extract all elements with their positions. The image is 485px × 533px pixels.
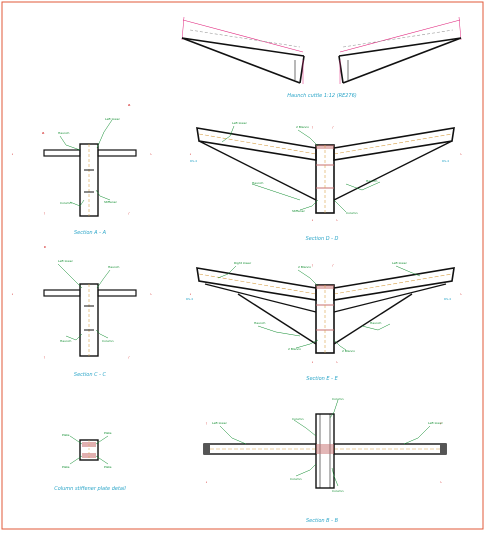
svg-text:Plate: Plate <box>104 431 112 435</box>
svg-text:└: └ <box>460 293 462 297</box>
svg-text:┌: ┌ <box>128 355 130 359</box>
section-d: Left lower 2 Blanco Haunch Haunch Column… <box>189 121 462 242</box>
column-stiffener-detail: Plate Plate Plate Plate Column stiffener… <box>54 431 126 492</box>
svg-text:┐: ┐ <box>43 211 46 215</box>
svg-text:C: C <box>44 245 47 249</box>
svg-text:┘: ┘ <box>11 153 14 157</box>
svg-text:A: A <box>42 131 45 135</box>
svg-text:Haunch: Haunch <box>58 131 70 135</box>
svg-text:┘: ┘ <box>11 293 14 297</box>
svg-text:Column: Column <box>292 417 304 421</box>
svg-text:A: A <box>128 103 131 107</box>
svg-text:Stiffener: Stiffener <box>104 200 118 204</box>
svg-text:┌: ┌ <box>440 421 442 425</box>
section-d-caption: Section D - D <box>306 236 339 242</box>
svg-text:┌: ┌ <box>332 263 334 267</box>
svg-text:Haunch: Haunch <box>370 321 382 325</box>
svg-text:Column: Column <box>332 489 344 493</box>
svg-text:Column: Column <box>346 211 358 215</box>
svg-text:└: └ <box>150 293 152 297</box>
svg-text:2 Blanco: 2 Blanco <box>288 347 301 351</box>
svg-text:┌: ┌ <box>332 125 334 129</box>
svg-text:RS-4: RS-4 <box>442 159 449 163</box>
svg-text:Left lower: Left lower <box>392 261 408 265</box>
haunch-left <box>181 16 305 84</box>
section-b: Left lower Column Column Left lower Colu… <box>203 397 447 524</box>
svg-text:Stiffener: Stiffener <box>292 209 306 213</box>
section-a-caption: Section A - A <box>74 230 107 236</box>
svg-text:Left lower: Left lower <box>105 117 121 121</box>
svg-text:Right lower: Right lower <box>234 261 252 265</box>
column-stiffener-caption: Column stiffener plate detail <box>54 486 126 492</box>
svg-text:┐: ┐ <box>205 421 208 425</box>
svg-text:Column: Column <box>332 397 344 401</box>
svg-text:Column: Column <box>102 339 114 343</box>
svg-text:Haunch: Haunch <box>60 339 72 343</box>
section-e: Right lower 2 Blanco Left lower Haunch H… <box>186 261 462 382</box>
svg-text:┐: ┐ <box>43 355 46 359</box>
svg-text:Left lower: Left lower <box>232 121 248 125</box>
svg-text:RS-4: RS-4 <box>444 297 451 301</box>
haunch-right <box>338 16 462 84</box>
section-b-caption: Section B - B <box>306 518 339 524</box>
svg-text:Left lower: Left lower <box>58 259 74 263</box>
section-e-caption: Section E - E <box>306 376 338 382</box>
svg-text:Plate: Plate <box>62 433 70 437</box>
svg-text:┘: ┘ <box>205 481 208 485</box>
svg-text:2 Blanco: 2 Blanco <box>296 125 309 129</box>
svg-text:Left lower: Left lower <box>428 421 444 425</box>
svg-text:└: └ <box>440 481 442 485</box>
svg-text:Plate: Plate <box>62 465 70 469</box>
svg-text:2 Blanco: 2 Blanco <box>298 265 311 269</box>
section-a: Haunch Left lower Stiffener Column A ┘ └… <box>11 103 152 236</box>
svg-text:└: └ <box>336 219 338 223</box>
svg-text:└: └ <box>336 361 338 365</box>
svg-text:Haunch: Haunch <box>366 179 378 183</box>
haunch-caption: Haunch cuttle 1:12 (RE276) <box>287 93 357 99</box>
svg-text:Left lower: Left lower <box>212 421 228 425</box>
svg-text:┘: ┘ <box>311 361 314 365</box>
svg-text:┘: ┘ <box>311 219 314 223</box>
section-c-caption: Section C - C <box>74 372 107 378</box>
svg-text:RS-4: RS-4 <box>190 159 197 163</box>
svg-text:Plate: Plate <box>104 465 112 469</box>
svg-text:┐: ┐ <box>311 125 314 129</box>
svg-text:Haunch: Haunch <box>252 181 264 185</box>
svg-text:┘: ┘ <box>189 153 192 157</box>
section-c: Left lower Haunch Column Haunch C ┘ └ ┐ … <box>11 245 152 378</box>
svg-text:Haunch: Haunch <box>254 321 266 325</box>
svg-text:RS-4: RS-4 <box>186 297 193 301</box>
svg-text:└: └ <box>460 153 462 157</box>
haunch-detail: Haunch cuttle 1:12 (RE276) <box>181 16 462 99</box>
svg-text:Haunch: Haunch <box>108 265 120 269</box>
svg-text:2 Blanco: 2 Blanco <box>342 349 355 353</box>
svg-text:Column: Column <box>290 477 302 481</box>
svg-text:Column: Column <box>60 201 72 205</box>
svg-text:┌: ┌ <box>128 211 130 215</box>
svg-text:└: └ <box>150 153 152 157</box>
svg-text:┘: ┘ <box>189 293 192 297</box>
svg-text:┐: ┐ <box>311 263 314 267</box>
